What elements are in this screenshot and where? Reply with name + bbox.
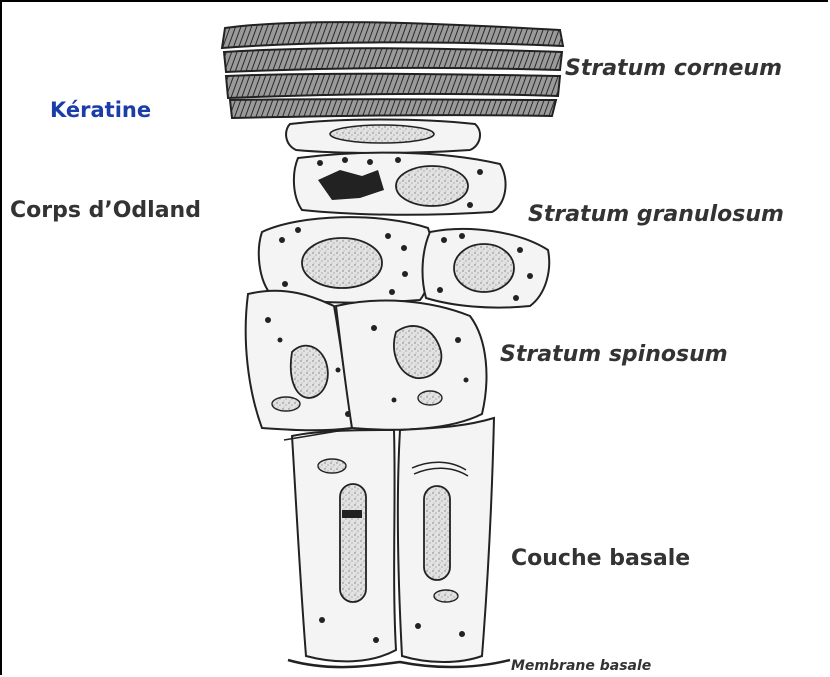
basal-cell-right: [398, 418, 494, 662]
granulosum-cell-left: [259, 217, 432, 302]
basement-membrane: [288, 660, 510, 667]
label-corps-odland: Corps d’Odland: [10, 198, 201, 223]
label-stratum-corneum: Stratum corneum: [565, 56, 782, 81]
flattened-cell: [286, 120, 480, 154]
label-membrane-basale: Membrane basale: [511, 658, 651, 674]
label-keratine: Kératine: [50, 98, 151, 122]
label-stratum-granulosum: Stratum granulosum: [528, 202, 784, 227]
basal-cell-left: [292, 430, 396, 661]
label-stratum-spinosum: Stratum spinosum: [500, 342, 728, 367]
stratum-corneum-layer: [222, 22, 563, 118]
granulosum-cell-right: [423, 229, 550, 308]
label-couche-basale: Couche basale: [511, 546, 690, 571]
spinosum-cell-right: [336, 301, 486, 430]
granulosum-cell-upper: [294, 153, 506, 215]
